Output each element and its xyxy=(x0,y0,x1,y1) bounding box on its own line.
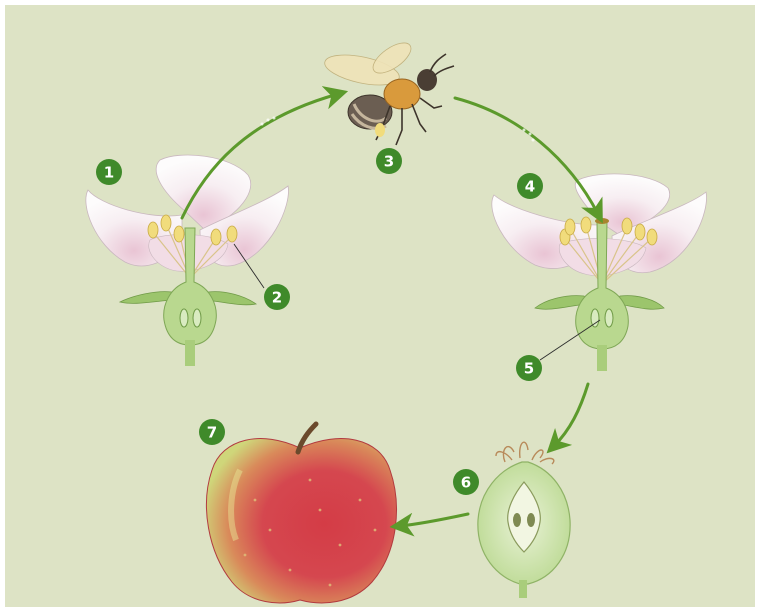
step-number: 4 xyxy=(525,178,535,196)
anther xyxy=(174,226,184,242)
anther xyxy=(565,219,575,235)
step-badge-4: 4 xyxy=(517,173,543,199)
apple xyxy=(206,424,396,603)
step-number: 6 xyxy=(461,474,471,492)
step-badge-3: 3 xyxy=(376,148,402,174)
step-number: 1 xyxy=(104,164,114,182)
anther xyxy=(635,224,645,240)
bee-head xyxy=(417,69,437,91)
anther xyxy=(211,229,221,245)
anther xyxy=(148,222,158,238)
anther xyxy=(581,217,591,233)
anther xyxy=(161,215,171,231)
anther xyxy=(227,226,237,242)
step-badge-6: 6 xyxy=(453,469,479,495)
step-number: 2 xyxy=(272,289,282,307)
anther xyxy=(647,229,657,245)
step-number: 3 xyxy=(384,153,394,171)
step-badge-1: 1 xyxy=(96,159,122,185)
step-number: 5 xyxy=(524,360,534,378)
step-badge-2: 2 xyxy=(264,284,290,310)
bee-thorax xyxy=(384,79,420,109)
step-number: 7 xyxy=(207,424,217,442)
step-badge-7: 7 xyxy=(199,419,225,445)
anther xyxy=(622,218,632,234)
step-badge-5: 5 xyxy=(516,355,542,381)
